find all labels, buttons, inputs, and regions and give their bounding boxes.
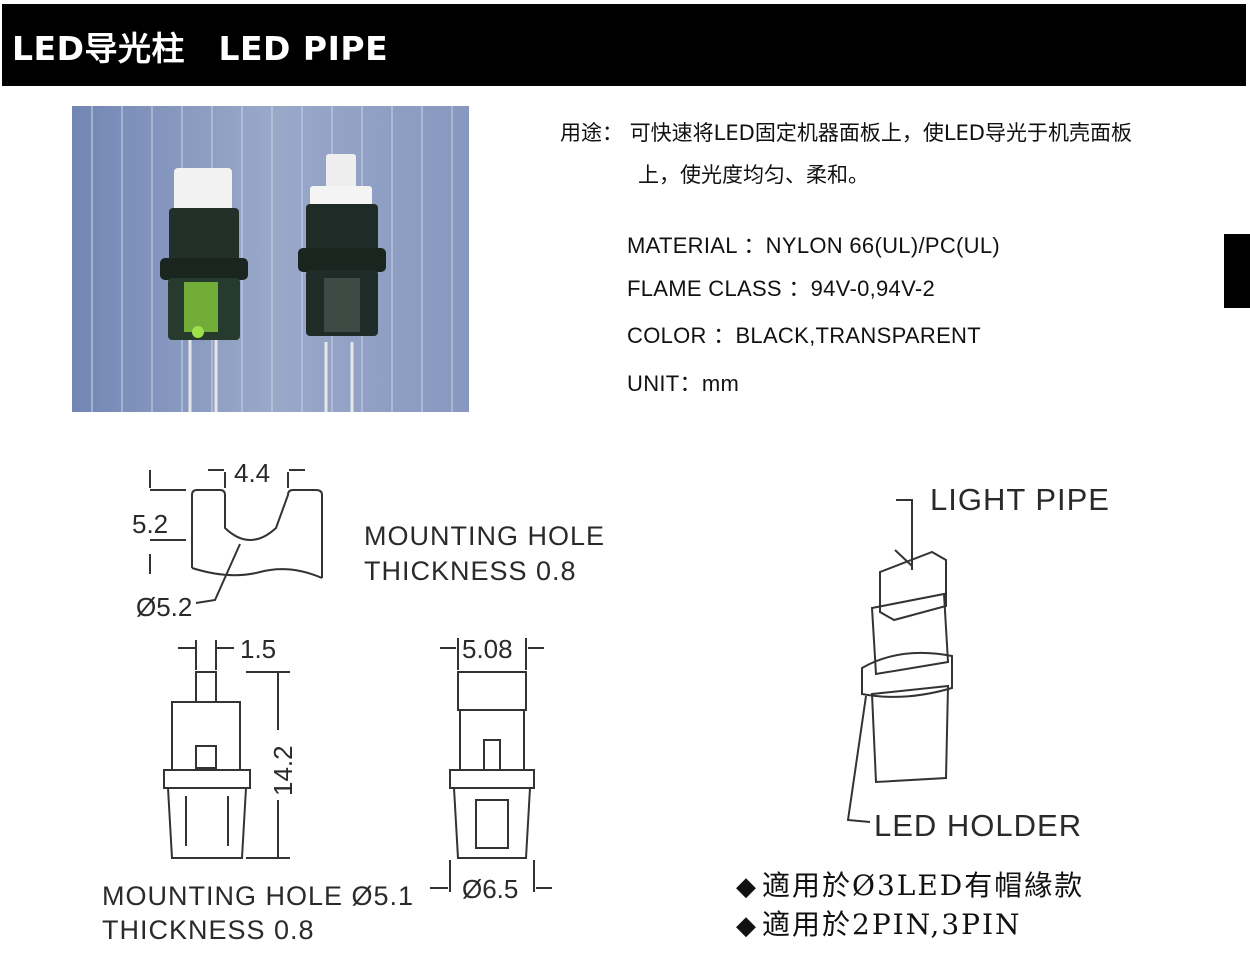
dim-diameter: Ø6.5 — [462, 874, 518, 904]
dim-height: 14.2 — [268, 745, 298, 796]
dim-width-top: 4.4 — [234, 458, 270, 488]
product-photo — [72, 106, 469, 412]
mounting-hole-2-line-1: MOUNTING HOLE Ø5.1 — [102, 881, 414, 911]
note-1-text: 適用於Ø3LED有帽緣款 — [762, 869, 1085, 902]
dim-pin: 1.5 — [240, 634, 276, 664]
usage-description: 用途： 可快速将LED固定机器面板上，使LED导光于机壳面板 上，使光度均匀、柔… — [560, 112, 1132, 196]
mounting-hole-1-line-1: MOUNTING HOLE — [364, 521, 605, 551]
side-tab-marker — [1224, 234, 1250, 308]
spec-color: COLOR ：BLACK,TRANSPARENT — [627, 323, 981, 348]
spec-material: MATERIAL ：NYLON 66(UL)/PC(UL) — [627, 233, 1000, 258]
note-1: ◆適用於Ø3LED有帽緣款 — [736, 864, 1084, 904]
bullet-diamond-icon: ◆ — [736, 911, 758, 941]
label-led-holder: LED HOLDER — [874, 808, 1082, 843]
spec-flame-class: FLAME CLASS ：94V-0,94V-2 — [627, 276, 936, 301]
usage-line-2: 上，使光度均匀、柔和。 — [638, 163, 869, 187]
dim-height-top: 5.2 — [132, 509, 168, 539]
label-light-pipe: LIGHT PIPE — [930, 482, 1110, 517]
mounting-hole-2-line-2: THICKNESS 0.8 — [102, 915, 315, 945]
header-bar: LED导光柱 LED PIPE — [2, 4, 1246, 86]
usage-line-1: 用途： 可快速将LED固定机器面板上，使LED导光于机壳面板 — [560, 121, 1132, 145]
spec-unit: UNIT：mm — [627, 371, 740, 396]
dim-width-side: 5.08 — [462, 634, 513, 664]
mounting-hole-1-line-2: THICKNESS 0.8 — [364, 556, 577, 586]
technical-drawing: 4.4 5.2 Ø5.2 MOUNTING HOLE THICKNESS 0.8… — [102, 458, 1110, 945]
note-2-text: 適用於2PIN,3PIN — [762, 908, 1022, 941]
dim-radius: Ø5.2 — [136, 592, 192, 622]
bullet-diamond-icon: ◆ — [736, 872, 758, 902]
note-2: ◆適用於2PIN,3PIN — [736, 903, 1022, 943]
page-title: LED导光柱 LED PIPE — [12, 29, 389, 68]
